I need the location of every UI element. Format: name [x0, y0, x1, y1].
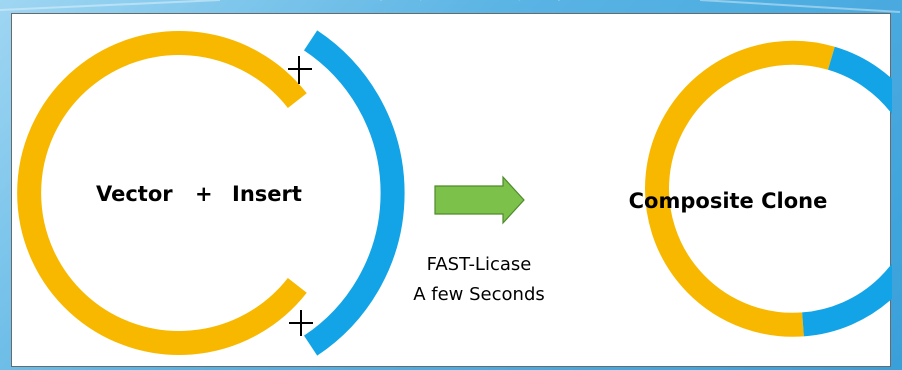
- insert-arc: [303, 30, 405, 356]
- right-arrow-icon: [434, 175, 525, 225]
- composite-vector-arc: [645, 40, 835, 337]
- insert-label: Insert: [232, 182, 302, 206]
- composite-insert-arc: [802, 46, 892, 337]
- step-time-label: A few Seconds: [413, 284, 545, 305]
- plus-label: +: [195, 182, 213, 206]
- vector-arc: [17, 31, 307, 355]
- cloning-diagram: Vector + Insert FAST-Licase A few Second…: [17, 30, 892, 356]
- cross-icon: [289, 310, 313, 336]
- cross-icon: [288, 56, 312, 84]
- vector-label: Vector: [96, 182, 173, 206]
- diagram-panel: Vector + Insert FAST-Licase A few Second…: [11, 13, 892, 367]
- step-method-label: FAST-Licase: [427, 254, 532, 275]
- composite-clone-label: Composite Clone: [629, 189, 828, 213]
